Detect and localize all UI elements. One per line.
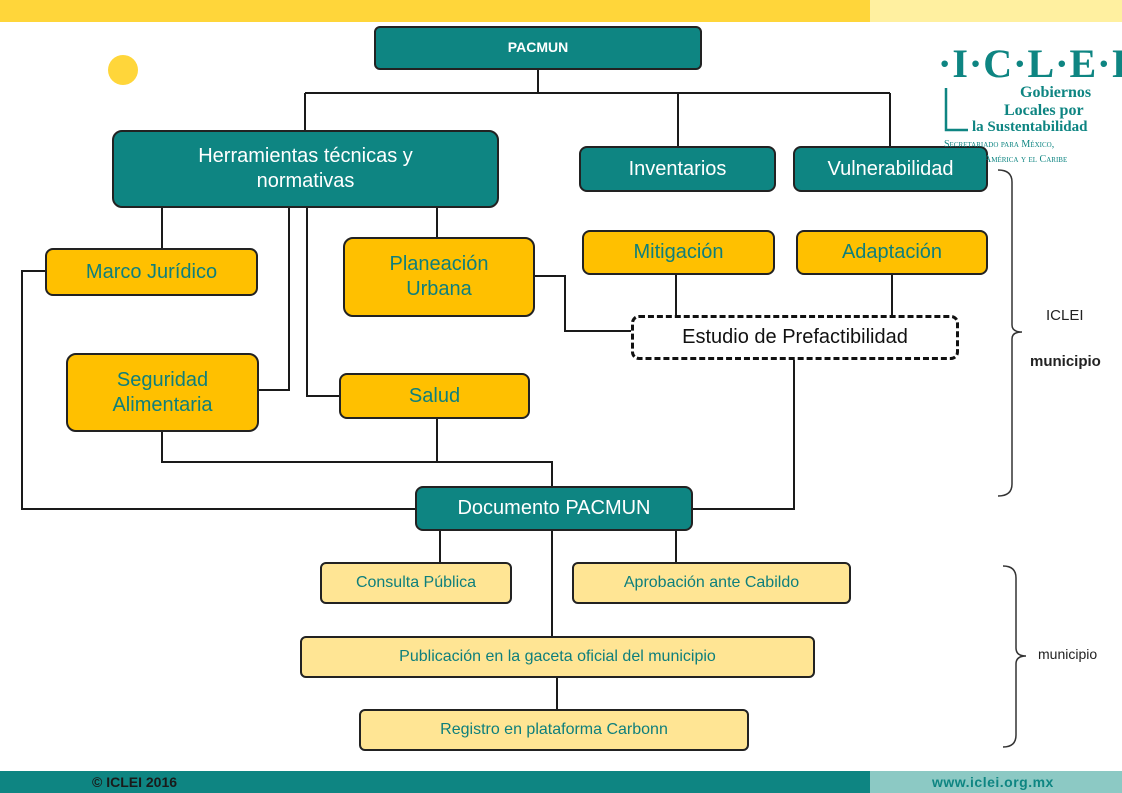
label-municipio-upper: municipio <box>1030 353 1101 370</box>
footer-bar <box>0 771 870 793</box>
footer-bar-light <box>870 771 1122 793</box>
node-registro-carbonn: Registro en plataforma Carbonn <box>359 709 749 751</box>
node-estudio-prefactibilidad: Estudio de Prefactibilidad <box>631 315 959 360</box>
node-marco-juridico-label: Marco Jurídico <box>85 260 218 283</box>
node-registro-label: Registro en plataforma Carbonn <box>440 721 668 738</box>
top-banner <box>0 0 870 22</box>
node-vulnerabilidad: Vulnerabilidad <box>793 146 988 192</box>
logo-line-2: Locales por <box>1004 102 1084 119</box>
node-salud-label: Salud <box>408 384 461 407</box>
node-seguridad-alimentaria-label: Seguridad Alimentaria <box>112 368 213 416</box>
node-publicacion-label: Publicación en la gaceta oficial del mun… <box>399 648 716 665</box>
logo-brand: ·I·C·L·E·I <box>938 41 1122 86</box>
logo-line-5: América y el Caribe <box>984 154 1068 165</box>
node-adaptacion-label: Adaptación <box>841 241 943 263</box>
label-iclei: ICLEI <box>1046 307 1084 324</box>
node-estudio-label: Estudio de Prefactibilidad <box>682 326 908 348</box>
logo-line-4: Secretariado para México, <box>944 139 1055 150</box>
footer-website-link[interactable]: www.iclei.org.mx <box>932 774 1054 790</box>
node-documento-pacmun: Documento PACMUN <box>415 486 693 531</box>
node-vulnerabilidad-label: Vulnerabilidad <box>827 157 954 180</box>
node-seguridad-alimentaria: Seguridad Alimentaria <box>66 353 259 432</box>
node-consulta-publica: Consulta Pública <box>320 562 512 604</box>
node-herramientas-label: Herramientas técnicas y normativas <box>198 145 413 192</box>
node-marco-juridico: Marco Jurídico <box>45 248 258 296</box>
node-inventarios: Inventarios <box>579 146 776 192</box>
node-aprobacion-label: Aprobación ante Cabildo <box>623 574 800 591</box>
node-pacmun: PACMUN <box>374 26 702 70</box>
logo-line-1: Gobiernos <box>1020 84 1092 101</box>
node-aprobacion-cabildo: Aprobación ante Cabildo <box>572 562 851 604</box>
node-planeacion-urbana-label: Planeación Urbana <box>389 253 489 300</box>
node-salud: Salud <box>339 373 530 419</box>
node-documento-label: Documento PACMUN <box>457 497 651 519</box>
logo-bracket-icon <box>944 88 968 132</box>
node-pacmun-label: PACMUN <box>507 39 569 56</box>
node-mitigacion-label: Mitigación <box>633 241 724 263</box>
node-consulta-label: Consulta Pública <box>355 574 477 591</box>
label-municipio-lower: municipio <box>1038 646 1098 662</box>
decorative-dot <box>108 55 138 85</box>
node-publicacion-gaceta: Publicación en la gaceta oficial del mun… <box>300 636 815 678</box>
node-inventarios-label: Inventarios <box>628 157 727 180</box>
footer-copyright: © ICLEI 2016 <box>92 774 178 790</box>
top-banner-light <box>870 0 1122 22</box>
node-mitigacion: Mitigación <box>582 230 775 275</box>
node-planeacion-urbana: Planeación Urbana <box>343 237 535 317</box>
node-herramientas: Herramientas técnicas y normativas <box>112 130 499 208</box>
node-adaptacion: Adaptación <box>796 230 988 275</box>
logo-line-3: la Sustentabilidad <box>972 119 1088 135</box>
